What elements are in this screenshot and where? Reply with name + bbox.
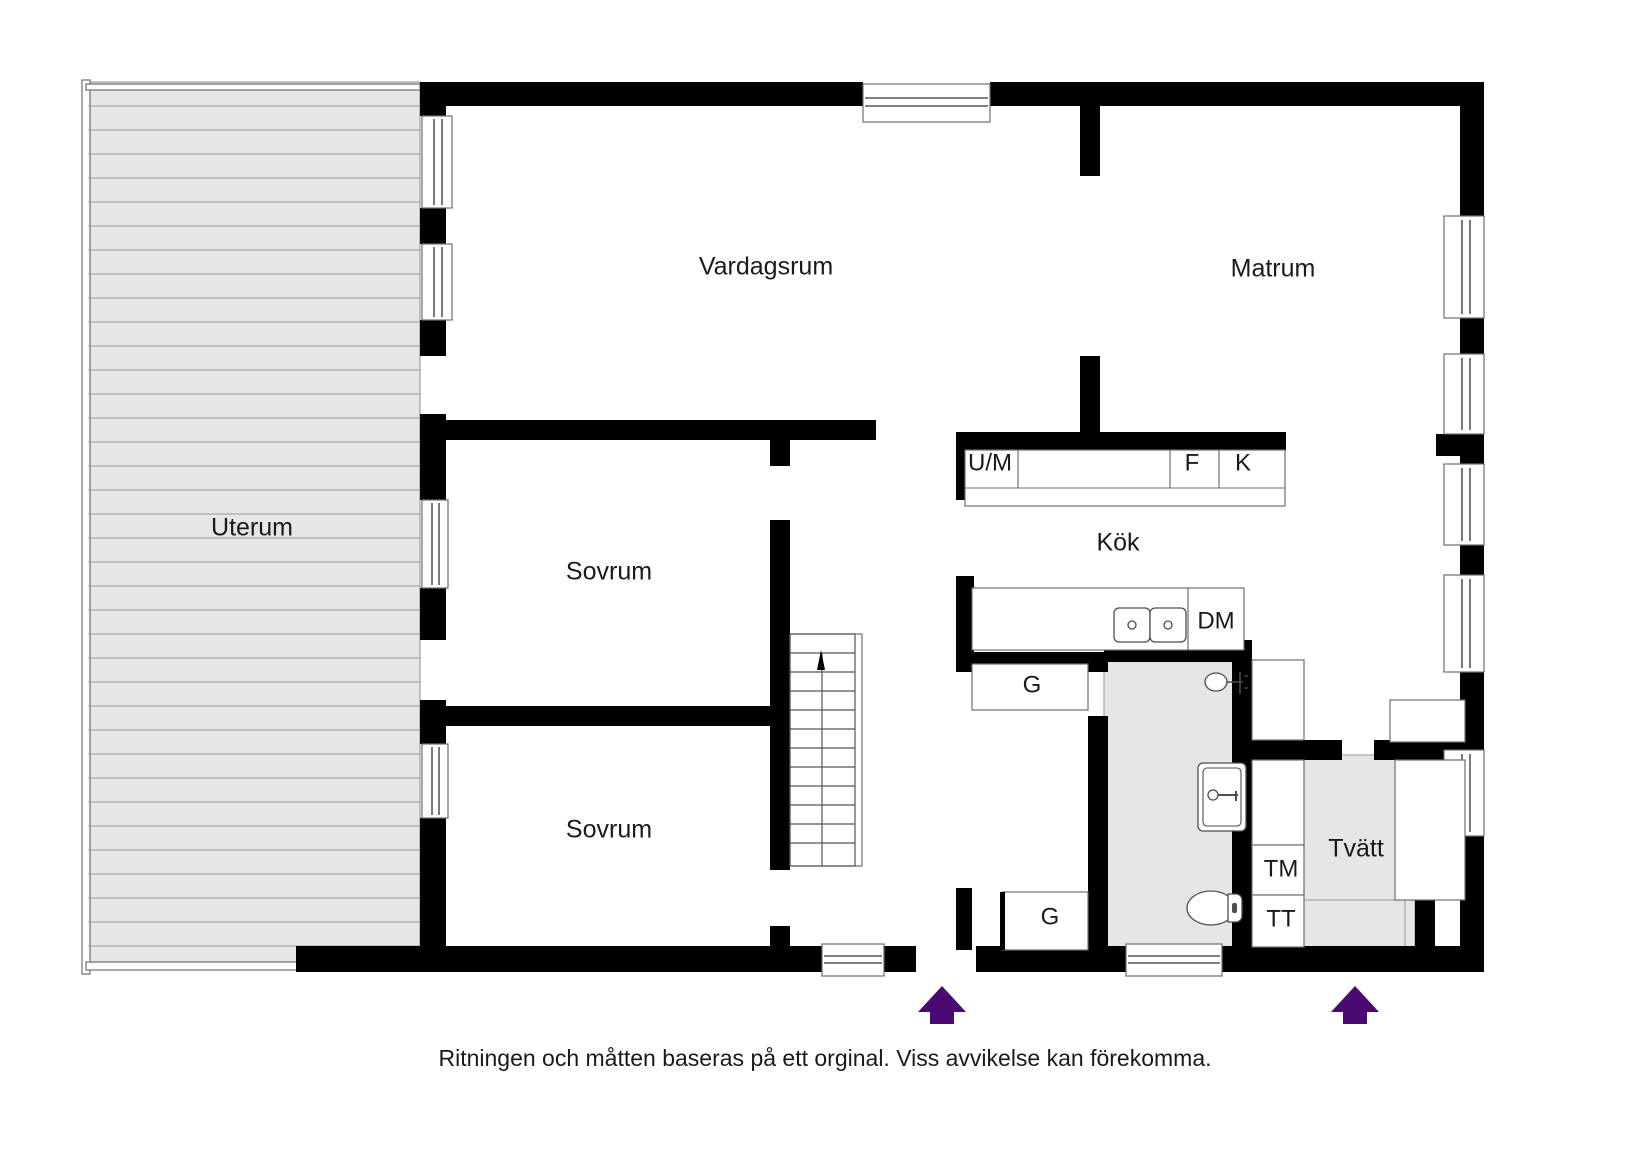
shower-icon [1204, 672, 1248, 694]
entrance-arrow-main [918, 986, 966, 1024]
room-label-matrum: Matrum [1231, 255, 1316, 283]
toilet-icon [1186, 890, 1243, 926]
entrance-arrow-laundry [1331, 986, 1379, 1024]
appliance-label-g1: G [1023, 671, 1042, 698]
room-label-sovrum-lower: Sovrum [566, 816, 652, 844]
entrance-markers [918, 986, 1379, 1024]
window-right-1 [1443, 215, 1485, 319]
window-left-mid [421, 243, 453, 321]
stairs-up [789, 633, 863, 867]
room-label-kok: Kök [1096, 529, 1140, 557]
room-label-sovrum-upper: Sovrum [566, 558, 652, 586]
washbasin-icon [1197, 762, 1247, 832]
window-top [862, 83, 991, 123]
room-label-uterum: Uterum [211, 514, 293, 542]
appliance-label-um: U/M [968, 449, 1012, 476]
window-left-sovrum-lower [421, 743, 449, 819]
appliance-label-g2: G [1041, 903, 1060, 930]
kitchen-lower-counter [971, 587, 1245, 651]
appliance-label-tm: TM [1264, 855, 1299, 882]
room-label-tvatt: Tvätt [1328, 835, 1384, 863]
appliance-labels: U/M F K DM G G TM TT [968, 449, 1298, 932]
window-right-4 [1443, 574, 1485, 673]
window-left-upper [421, 115, 453, 209]
window-left-sovrum-upper [421, 499, 449, 589]
stairs-direction-arrow-icon [817, 650, 825, 670]
uterum-area [81, 79, 421, 975]
closets [971, 663, 1089, 951]
kitchen-sink-icon [1113, 607, 1187, 643]
window-bottom-2 [1125, 943, 1223, 977]
window-bottom-1 [821, 943, 885, 977]
window-right-3 [1443, 463, 1485, 546]
drawing-disclaimer-caption: Ritningen och måtten baseras på ett orgi… [438, 1045, 1212, 1071]
appliance-label-dm: DM [1197, 607, 1234, 634]
window-right-2 [1443, 353, 1485, 435]
bathroom-fixtures [1186, 672, 1248, 926]
uterum-decking-lines [88, 105, 420, 947]
kitchen-upper-counter [964, 449, 1286, 507]
appliance-label-tt: TT [1266, 905, 1296, 932]
appliance-label-k: K [1235, 449, 1251, 476]
room-labels: Uterum Vardagsrum Matrum Sovrum Sovrum K… [211, 253, 1384, 863]
laundry-units [1251, 659, 1466, 948]
room-label-vardagsrum: Vardagsrum [699, 253, 833, 281]
appliance-label-f: F [1185, 449, 1200, 476]
